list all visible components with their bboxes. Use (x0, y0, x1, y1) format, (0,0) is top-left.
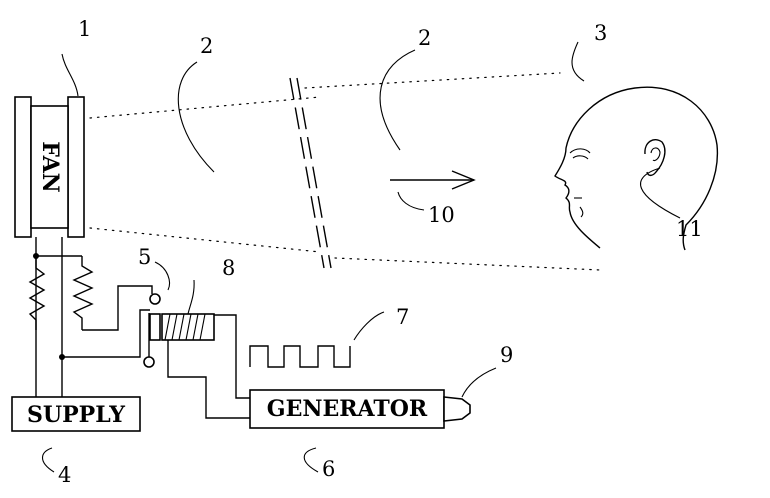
generator-label: GENERATOR (267, 396, 428, 422)
leader-7 (353, 311, 385, 341)
junction-2 (59, 354, 65, 360)
numeral-7: 7 (396, 305, 409, 329)
air-stream-top-left (89, 96, 321, 119)
leader-5 (154, 261, 171, 291)
leader-1 (61, 53, 79, 97)
head-outline (554, 86, 719, 251)
switch-armature (149, 313, 161, 341)
fan-right-flange (67, 96, 85, 238)
switch-contact-top (149, 293, 161, 305)
numeral-3: 3 (594, 21, 607, 45)
wire-to-switch-bottom (62, 309, 150, 358)
eye (572, 155, 589, 160)
leader-9 (461, 367, 497, 398)
leader-2-left (177, 61, 215, 173)
switch (143, 293, 161, 368)
eyebrow (569, 148, 591, 154)
numeral-2-left: 2 (200, 34, 213, 58)
numeral-9: 9 (500, 343, 513, 367)
air-stream-bottom-left (89, 227, 321, 253)
flow-arrow (390, 170, 476, 190)
numeral-1: 1 (78, 17, 91, 41)
numeral-11: 11 (676, 217, 703, 241)
fan-label: FAN (37, 141, 63, 193)
coil-winding-4 (185, 313, 192, 341)
junction-1 (33, 253, 39, 259)
generator-output-nozzle (443, 396, 471, 422)
numeral-10: 10 (428, 203, 455, 227)
coil-winding-1 (164, 313, 171, 341)
wire-to-switch-top (82, 285, 153, 331)
leader-6 (303, 447, 319, 473)
generator-box (249, 389, 445, 429)
coil-winding-6 (199, 313, 206, 341)
fan-left-flange (14, 96, 32, 238)
air-stream-top-right (304, 72, 561, 89)
chin-shadow (579, 206, 584, 218)
coil-winding-2 (171, 313, 178, 341)
fan-body (30, 105, 69, 229)
resistor-right (72, 256, 94, 330)
supply-box (11, 396, 141, 432)
break-marks (289, 77, 332, 269)
generator-unit: GENERATOR (249, 389, 471, 429)
numeral-8: 8 (222, 256, 235, 280)
numeral-6: 6 (322, 457, 335, 481)
leader-2-right (379, 49, 416, 151)
flow-arrow-head (451, 170, 476, 190)
break-line-a (289, 77, 325, 269)
person-head (554, 86, 719, 251)
leader-10 (397, 191, 425, 211)
ear-outline (644, 138, 666, 177)
leader-4 (41, 447, 55, 473)
coil-wire-right (214, 314, 250, 399)
coil-wire-left (167, 340, 250, 419)
numeral-5: 5 (138, 245, 151, 269)
leader-8 (187, 279, 195, 315)
leader-3 (571, 41, 585, 82)
coil-winding-3 (178, 313, 185, 341)
coil-winding-5 (192, 313, 199, 341)
break-line-b (296, 77, 332, 269)
ear-inner (650, 147, 661, 162)
air-stream (89, 72, 601, 271)
air-stream-bottom-right (334, 257, 601, 271)
square-wave (249, 345, 351, 368)
leader-11 (640, 167, 681, 219)
fan-unit: FAN (14, 96, 85, 238)
supply-label: SUPPLY (27, 402, 125, 428)
circuit-wiring (28, 237, 153, 397)
supply-unit: SUPPLY (11, 396, 141, 432)
numeral-2-right: 2 (418, 26, 431, 50)
resistor-left (28, 256, 46, 330)
coil (161, 313, 250, 419)
numeral-4: 4 (58, 463, 71, 487)
switch-contact-bottom (143, 356, 155, 368)
